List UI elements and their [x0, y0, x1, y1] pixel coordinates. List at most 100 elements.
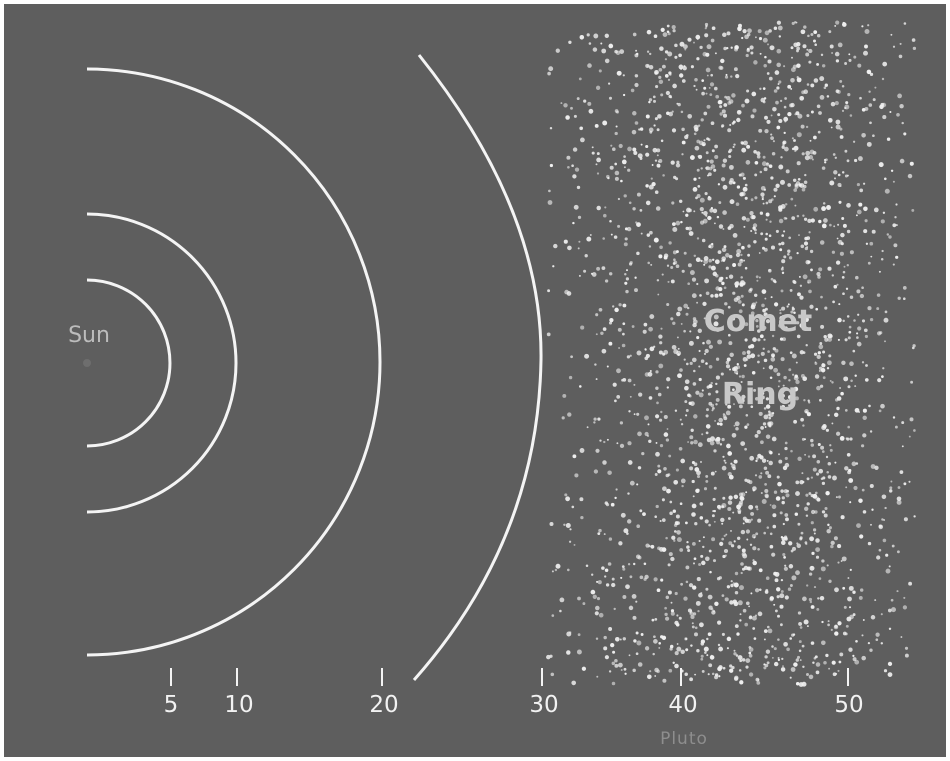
comet-particle [706, 637, 709, 641]
comet-particle [853, 55, 857, 59]
comet-particle [730, 529, 732, 532]
comet-particle [768, 460, 773, 466]
comet-particle [727, 128, 732, 133]
comet-particle [784, 446, 788, 451]
comet-particle [773, 195, 776, 198]
comet-particle [862, 619, 865, 621]
comet-particle [597, 580, 602, 585]
comet-particle [803, 25, 807, 29]
comet-particle [700, 554, 704, 558]
comet-particle [756, 681, 761, 685]
comet-particle [755, 677, 760, 682]
comet-particle [772, 524, 777, 529]
comet-particle [718, 292, 723, 297]
comet-particle [812, 454, 817, 459]
comet-particle [754, 196, 758, 200]
comet-particle [717, 620, 722, 625]
comet-particle [679, 368, 683, 372]
comet-particle [718, 278, 723, 283]
comet-particle [782, 553, 786, 557]
comet-particle [778, 459, 783, 464]
comet-particle [853, 319, 856, 322]
comet-particle [673, 479, 679, 485]
comet-particle [713, 321, 719, 327]
comet-particle [881, 375, 884, 378]
comet-particle [746, 354, 752, 359]
comet-particle [757, 329, 761, 333]
comet-particle [548, 189, 551, 193]
comet-particle [732, 232, 738, 238]
comet-particle [631, 593, 637, 599]
comet-particle [846, 264, 849, 267]
comet-particle [658, 334, 663, 339]
comet-particle [803, 241, 809, 246]
comet-particle [892, 263, 895, 266]
comet-particle [841, 360, 846, 365]
comet-particle [765, 162, 770, 167]
comet-particle [712, 559, 717, 563]
comet-particle [796, 49, 799, 53]
comet-particle [723, 46, 727, 51]
comet-particle [677, 347, 680, 350]
sun-label: Sun [68, 323, 110, 348]
comet-particle [805, 493, 809, 497]
comet-particle [845, 437, 848, 440]
comet-particle [846, 315, 850, 318]
comet-particle [646, 50, 650, 53]
comet-particle [777, 658, 781, 662]
comet-particle [687, 608, 692, 613]
comet-particle [829, 180, 835, 186]
comet-particle [660, 93, 664, 97]
comet-particle [662, 678, 667, 683]
comet-particle [740, 571, 743, 575]
comet-particle [728, 148, 733, 152]
distance-scale: 5 10 20 30 40 50 [164, 668, 864, 718]
comet-particle [754, 588, 760, 593]
comet-particle [602, 120, 608, 126]
comet-particle [852, 654, 855, 658]
comet-particle [738, 502, 743, 507]
comet-particle [711, 672, 715, 676]
comet-particle [895, 203, 898, 206]
comet-particle [831, 422, 834, 425]
comet-particle [568, 40, 572, 44]
comet-particle [827, 523, 830, 527]
comet-particle [827, 266, 832, 271]
comet-particle [719, 443, 723, 446]
comet-particle [694, 673, 697, 676]
comet-particle [863, 50, 868, 56]
comet-particle [758, 128, 763, 133]
comet-particle [781, 259, 786, 264]
orbit-second [86, 212, 238, 514]
comet-particle [728, 164, 734, 170]
comet-particle [624, 237, 628, 241]
comet-particle [763, 407, 767, 410]
comet-particle [614, 659, 618, 663]
comet-particle [701, 669, 705, 673]
comet-particle [666, 24, 670, 28]
comet-particle [717, 339, 723, 345]
comet-particle [692, 382, 697, 386]
comet-particle [821, 166, 826, 170]
comet-particle [624, 273, 627, 276]
comet-particle [745, 601, 750, 606]
comet-particle [686, 545, 690, 549]
comet-particle [752, 108, 757, 113]
comet-particle [722, 258, 726, 262]
comet-particle [806, 502, 810, 506]
comet-particle [593, 469, 599, 474]
comet-particle [595, 163, 598, 166]
comet-ring-cloud [546, 20, 917, 687]
comet-particle [846, 229, 851, 234]
comet-particle [682, 44, 688, 50]
comet-particle [608, 627, 613, 631]
comet-particle [753, 60, 758, 65]
comet-particle [701, 211, 704, 214]
comet-particle [641, 451, 645, 456]
comet-particle [837, 622, 841, 626]
comet-particle [805, 52, 810, 57]
comet-particle [553, 243, 558, 249]
comet-particle [825, 455, 829, 459]
comet-particle [911, 38, 916, 42]
sun-marker [83, 359, 91, 367]
